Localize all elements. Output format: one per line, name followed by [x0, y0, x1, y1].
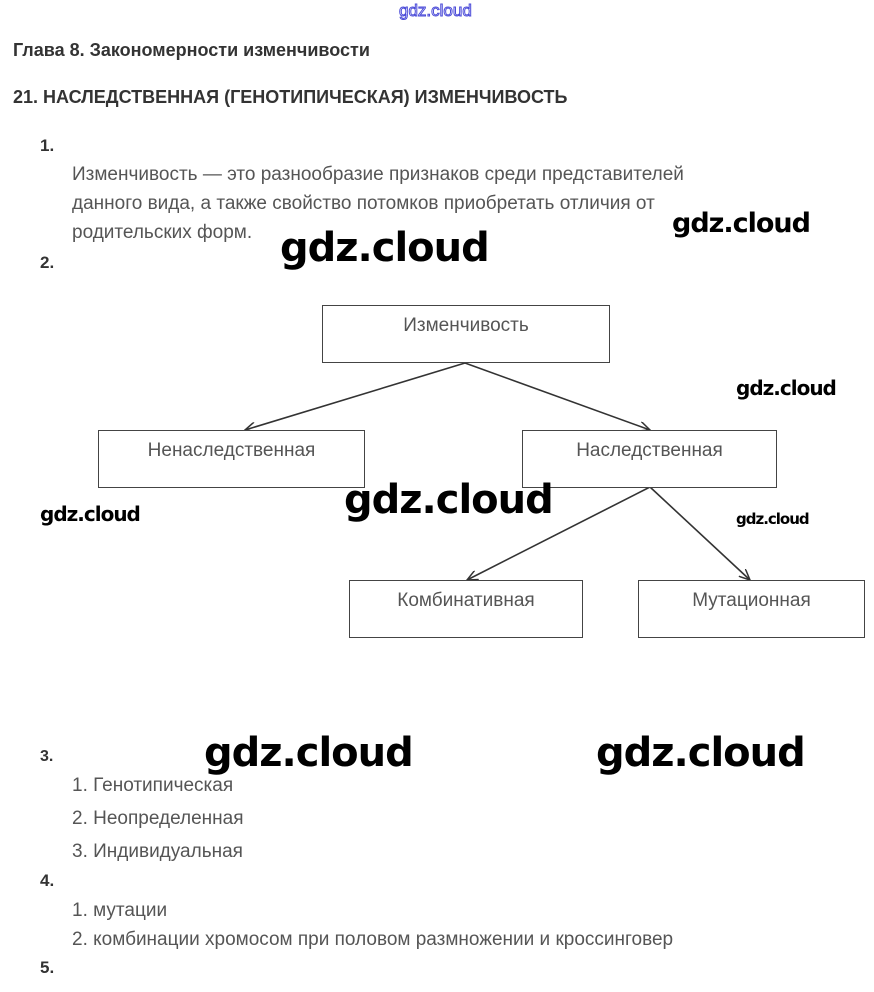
arrow — [464, 362, 650, 430]
q3-item: 3. Индивидуальная — [72, 841, 243, 862]
diagram-box-mutational: Мутационная — [638, 580, 865, 638]
watermark: gdz.cloud — [736, 376, 837, 400]
q5-number: 5. — [40, 958, 55, 977]
q3-number: 3. — [40, 748, 54, 765]
q4-number: 4. — [40, 871, 55, 890]
diagram-box-root: Изменчивость — [322, 305, 610, 363]
watermark: gdz.cloud — [204, 730, 414, 776]
watermark: gdz.cloud — [40, 502, 141, 526]
top-watermark: gdz.cloud — [399, 1, 473, 21]
section-title: 21. НАСЛЕДСТВЕННАЯ (ГЕНОТИПИЧЕСКАЯ) ИЗМЕ… — [13, 87, 568, 107]
watermark: gdz.cloud — [280, 225, 490, 271]
diagram-box-hereditary: Наследственная — [522, 430, 777, 488]
q3-item: 2. Неопределенная — [72, 808, 244, 829]
arrow — [649, 486, 750, 580]
q4-item: 2. комбинации хромосом при половом размн… — [72, 929, 674, 950]
arrow — [467, 486, 651, 580]
q1-line: родительских форм. — [72, 222, 253, 243]
q1-number: 1. — [40, 136, 55, 155]
watermark: gdz.cloud — [672, 208, 811, 239]
watermark: gdz.cloud — [596, 730, 806, 776]
q1-line: данного вида, а также свойство потомков … — [72, 193, 655, 214]
diagram-box-combinative: Комбинативная — [349, 580, 583, 638]
q2-number: 2. — [40, 253, 55, 272]
arrow — [245, 362, 466, 430]
q4-item: 1. мутации — [72, 900, 168, 921]
watermark: gdz.cloud — [736, 510, 810, 528]
watermark: gdz.cloud — [344, 477, 554, 523]
q1-line: Изменчивость — это разнообразие признако… — [72, 164, 684, 185]
chapter-heading: Глава 8. Закономерности изменчивости — [13, 40, 370, 60]
diagram-box-nonhereditary: Ненаследственная — [98, 430, 365, 488]
q3-item: 1. Генотипическая — [72, 775, 234, 796]
